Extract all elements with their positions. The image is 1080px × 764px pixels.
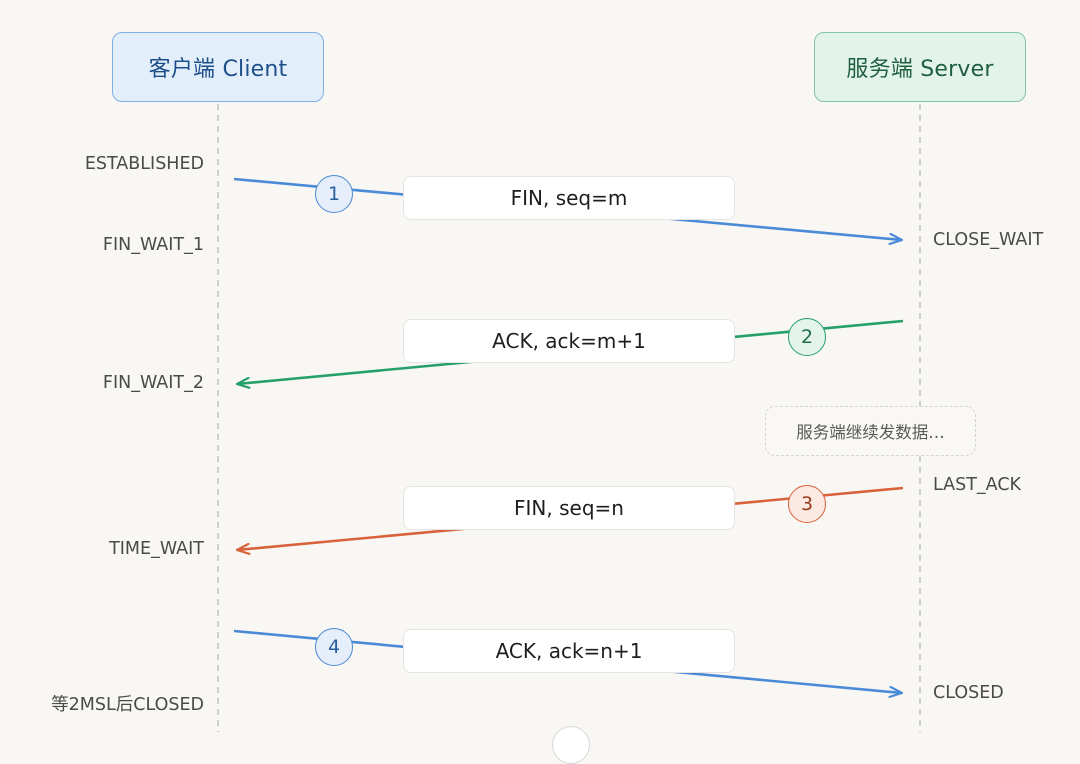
- client-state-established: ESTABLISHED: [84, 154, 204, 174]
- step-badge-2: 2: [788, 318, 826, 356]
- server-data-note: 服务端继续发数据…: [765, 406, 976, 456]
- sequence-diagram: [217, 104, 921, 732]
- server-state-close-wait: CLOSE_WAIT: [933, 230, 1044, 250]
- client-state-closed: 等2MSL后CLOSED: [51, 695, 204, 715]
- message-label-4: ACK, ack=n+1: [403, 629, 735, 673]
- server-actor-box: 服务端 Server: [814, 32, 1026, 102]
- message-label-1: FIN, seq=m: [403, 176, 735, 220]
- client-actor-box: 客户端 Client: [112, 32, 324, 102]
- server-state-closed: CLOSED: [933, 683, 1004, 703]
- server-state-last-ack: LAST_ACK: [933, 475, 1022, 495]
- message-label-3: FIN, seq=n: [403, 486, 735, 530]
- step-badge-1: 1: [315, 175, 353, 213]
- client-state-time-wait: TIME_WAIT: [109, 539, 204, 559]
- client-state-fin-wait-2: FIN_WAIT_2: [102, 373, 204, 393]
- step-badge-4: 4: [315, 628, 353, 666]
- message-label-2: ACK, ack=m+1: [403, 319, 735, 363]
- step-badge-3: 3: [788, 485, 826, 523]
- client-state-fin-wait-1: FIN_WAIT_1: [102, 235, 204, 255]
